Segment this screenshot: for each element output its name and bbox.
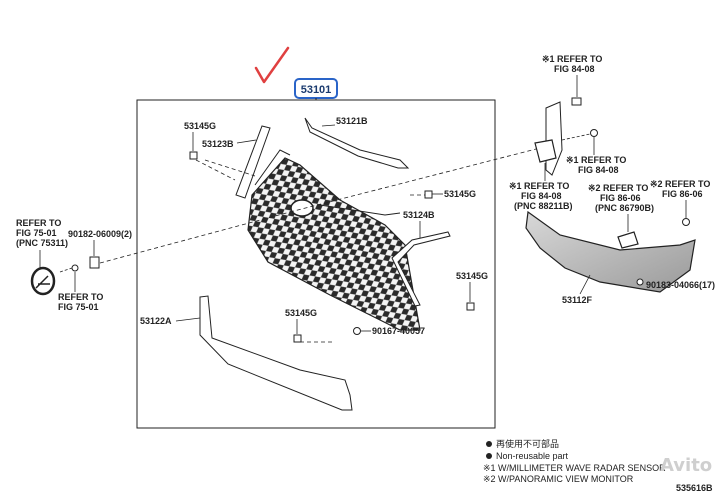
ref-left-top-3: (PNC 75311) [16,238,68,248]
bolt-r1-top [571,97,582,106]
label-53124B: 53124B [403,210,435,220]
leader-53123B [236,139,257,144]
label-53121B: 53121B [336,116,368,126]
ref-left-top-2: FIG 75-01 [16,228,57,238]
bolt-r2-right [682,218,690,226]
main-part-number: 53101 [301,84,332,96]
grille-outline [254,149,291,186]
label-90167: 90167-40057 [372,326,425,336]
ref-r2-camera-2: FIG 86-06 [600,193,641,203]
clip-90182 [89,256,100,269]
label-90183: 90183-04066(17) [646,280,715,290]
assembly-frame [136,99,496,429]
ref-r1-radar-3: (PNC 88211B) [514,201,573,211]
ref-left-bottom-1: REFER TO [58,292,103,302]
label-53122A: 53122A [140,316,172,326]
label-53145G-right: 53145G [456,271,488,281]
leader-53112F [579,274,591,295]
leader-emblem-nut [59,267,73,273]
ref-r1-radar-2: FIG 84-08 [521,191,562,201]
part-53121B-molding [304,117,410,169]
label-53145G-mid: 53145G [444,189,476,199]
ref-r1-top-2: FIG 84-08 [554,64,595,74]
leader-53121B [321,124,336,127]
legend-note1: ※1 W/MILLIMETER WAVE RADAR SENSOR [483,463,666,473]
non-reusable-icon-2 [486,453,492,459]
clip-53145G-top [189,151,198,160]
check-mark-icon [254,46,290,84]
label-90182: 90182-06009(2) [68,229,132,239]
clip-53145G-mid [424,190,433,199]
leader-53122A [175,317,201,322]
screw-90167 [353,327,361,335]
radar-bracket [545,101,563,176]
label-53112F: 53112F [562,295,593,305]
grille-body [247,157,421,331]
ref-r1-mid-1: ※1 REFER TO [566,155,626,165]
ref-r2-right-2: FIG 86-06 [662,189,703,199]
ref-r2-right-1: ※2 REFER TO [650,179,710,189]
ref-left-bottom-2: FIG 75-01 [58,302,99,312]
part-53123B-molding [235,125,271,199]
label-53145G-bottom: 53145G [285,308,317,318]
legend-reuse-en: Non-reusable part [496,451,569,461]
emblem-inner [35,275,50,289]
ref-r1-radar-1: ※1 REFER TO [509,181,569,191]
camera-unit [617,231,639,249]
part-53112F-cover [525,210,696,293]
ref-r1-mid-2: FIG 84-08 [578,165,619,175]
ref-r1-top-1: ※1 REFER TO [542,54,602,64]
part-53124B-molding [391,231,451,307]
non-reusable-icon [486,441,492,447]
radar-sensor [534,139,557,163]
part-53122A-molding [199,295,353,411]
ref-r2-camera-3: (PNC 86790B) [595,203,654,213]
clip-53145G-bottom [293,334,302,343]
watermark: Avito [660,455,712,476]
leader-bracket-bolt [561,133,591,141]
label-53123B: 53123B [202,139,234,149]
assembly-dashed-lines [99,147,541,343]
label-53145G-top: 53145G [184,121,216,131]
ref-r2-camera-1: ※2 REFER TO [588,183,648,193]
legend-note2: ※2 W/PANORAMIC VIEW MONITOR [483,474,634,484]
bolt-r1-mid [590,129,598,137]
nut-small [71,264,79,272]
grille-emblem-mount [290,199,314,217]
legend-reuse-jp: 再使用不可部品 [496,438,559,449]
ref-left-top-1: REFER TO [16,218,61,228]
clip-90183 [636,278,644,286]
grille-top-strip [319,204,401,216]
clip-53145G-right [466,302,475,311]
figure-code: 535616B [676,483,713,493]
